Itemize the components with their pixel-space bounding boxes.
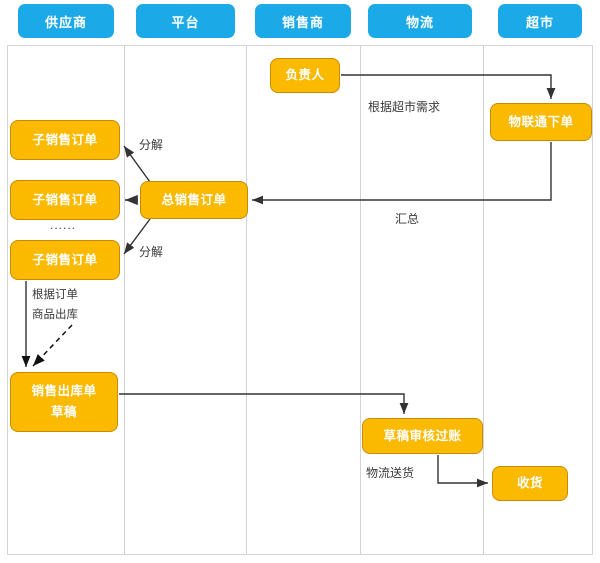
lane-divider-3 — [360, 45, 361, 555]
edge-label-decompose-bottom: 分解 — [139, 245, 164, 259]
lane-header-logistics-label: 物流 — [405, 14, 434, 30]
ellipsis-more-sub-orders: ...... — [50, 218, 77, 232]
edge-label-per-order: 根据订单 — [32, 289, 78, 301]
node-sub-sales-order-3-line-1: 子销售订单 — [32, 252, 98, 267]
lane-header-platform-label: 平台 — [171, 14, 200, 30]
edge-label-market-demand: 根据超市需求 — [368, 100, 441, 114]
node-sub-sales-order-1[interactable]: 子销售订单 — [10, 120, 120, 160]
node-draft-audit-posting-line-1: 草稿审核过账 — [383, 428, 462, 443]
node-draft-audit-posting[interactable]: 草稿审核过账 — [362, 418, 483, 454]
node-sub-sales-order-2[interactable]: 子销售订单 — [10, 180, 120, 220]
edge-label-logistics-deliver: 物流送货 — [366, 466, 415, 480]
edge-label-decompose-top: 分解 — [139, 138, 164, 152]
node-manager-line-1: 负责人 — [285, 68, 325, 83]
node-sub-sales-order-3[interactable]: 子销售订单 — [10, 240, 120, 280]
lane-header-logistics[interactable]: 物流 — [368, 4, 472, 38]
node-iot-order[interactable]: 物联通下单 — [490, 103, 592, 141]
lane-header-dealer[interactable]: 销售商 — [255, 4, 351, 38]
node-total-sales-order-line-1: 总销售订单 — [161, 192, 227, 207]
lane-divider-1 — [124, 45, 125, 555]
node-iot-order-line-1: 物联通下单 — [508, 114, 574, 129]
lane-header-market[interactable]: 超市 — [498, 4, 582, 38]
lane-divider-2 — [246, 45, 247, 555]
node-sub-sales-order-2-line-1: 子销售订单 — [32, 192, 98, 207]
lane-header-supplier[interactable]: 供应商 — [18, 4, 114, 38]
node-receive-goods-line-1: 收货 — [516, 476, 543, 491]
node-sales-outbound-draft-line-2: 草稿 — [50, 405, 77, 419]
lane-header-supplier-label: 供应商 — [44, 14, 87, 30]
lane-header-dealer-label: 销售商 — [281, 14, 324, 30]
edge-label-goods-outbound: 商品出库 — [32, 309, 78, 321]
lane-header-platform[interactable]: 平台 — [136, 4, 235, 38]
node-sales-outbound-draft-line-1: 销售出库单 — [31, 384, 97, 399]
node-manager[interactable]: 负责人 — [270, 58, 340, 93]
node-receive-goods[interactable]: 收货 — [492, 466, 568, 501]
node-sub-sales-order-1-line-1: 子销售订单 — [32, 132, 98, 147]
node-total-sales-order[interactable]: 总销售订单 — [140, 181, 248, 219]
lane-divider-4 — [483, 45, 484, 555]
lane-header-market-label: 超市 — [525, 14, 554, 30]
edge-label-summarize: 汇总 — [395, 212, 420, 226]
node-sales-outbound-draft[interactable]: 销售出库单 草稿 — [10, 372, 118, 432]
